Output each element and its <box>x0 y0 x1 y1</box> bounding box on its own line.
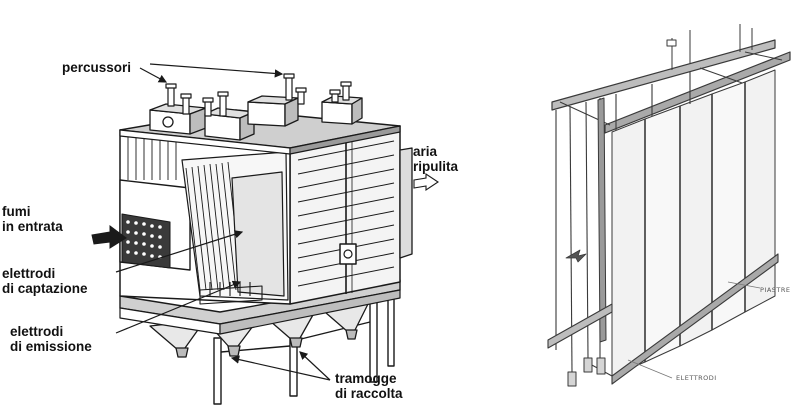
collecting-plates <box>611 69 776 377</box>
leader-lines <box>115 63 331 381</box>
label-fumi-line1: fumi <box>2 204 31 219</box>
rapper-housings <box>149 95 363 141</box>
label-emissione-line1: elettrodi <box>10 324 64 339</box>
label-fumi-line2: in entrata <box>2 219 63 234</box>
label-tramogge-di-raccolta: tramogge di raccolta <box>335 371 403 401</box>
label-piastre: PIASTRE <box>760 286 791 294</box>
label-fumi-in-entrata: fumi in entrata <box>2 204 63 234</box>
label-emissione-line2: di emissione <box>10 339 92 354</box>
perforated-distribution-plate <box>121 213 171 269</box>
label-aria-line1: aria <box>413 144 438 159</box>
label-percussori: percussori <box>62 60 132 75</box>
leader-percussori-1 <box>139 67 168 83</box>
precipitator-illustration <box>119 73 413 405</box>
label-aria-line2: ripulita <box>413 159 459 174</box>
inspection-hatch <box>339 243 357 265</box>
leader-percussori-2 <box>149 63 284 78</box>
label-aria-ripulita: aria ripulita <box>413 144 458 174</box>
collecting-plates-internal <box>185 161 243 291</box>
label-elettrodi-small: ELETTRODI <box>676 374 717 382</box>
clean-air-outlet-arrow <box>413 172 439 192</box>
bottom-frame-beam <box>547 303 613 349</box>
right-casing <box>289 125 401 305</box>
outlet-duct <box>399 147 413 259</box>
flue-gas-inlet-arrow <box>91 225 127 249</box>
leader-captazione <box>115 230 244 273</box>
top-frame-beam-right <box>604 51 791 134</box>
rapper-posts <box>165 73 352 117</box>
leader-emissione <box>115 280 242 334</box>
leader-tramogge-1 <box>230 355 331 381</box>
label-captazione-line2: di captazione <box>2 281 88 296</box>
casing-slats <box>297 137 395 294</box>
leader-tramogge-2 <box>299 351 331 381</box>
collecting-plate-front <box>231 171 285 297</box>
label-elettrodi-di-captazione: elettrodi di captazione <box>2 266 88 296</box>
label-captazione-line1: elettrodi <box>2 266 56 281</box>
right-leader-lines <box>627 281 761 379</box>
label-tramogge-line1: tramogge <box>335 371 397 386</box>
electrode-assembly-illustration <box>547 24 791 387</box>
label-tramogge-line2: di raccolta <box>335 386 403 401</box>
electrode-weights <box>567 357 606 387</box>
top-frame-beam-left <box>551 39 776 111</box>
label-elettrodi-di-emissione: elettrodi di emissione <box>10 324 92 354</box>
